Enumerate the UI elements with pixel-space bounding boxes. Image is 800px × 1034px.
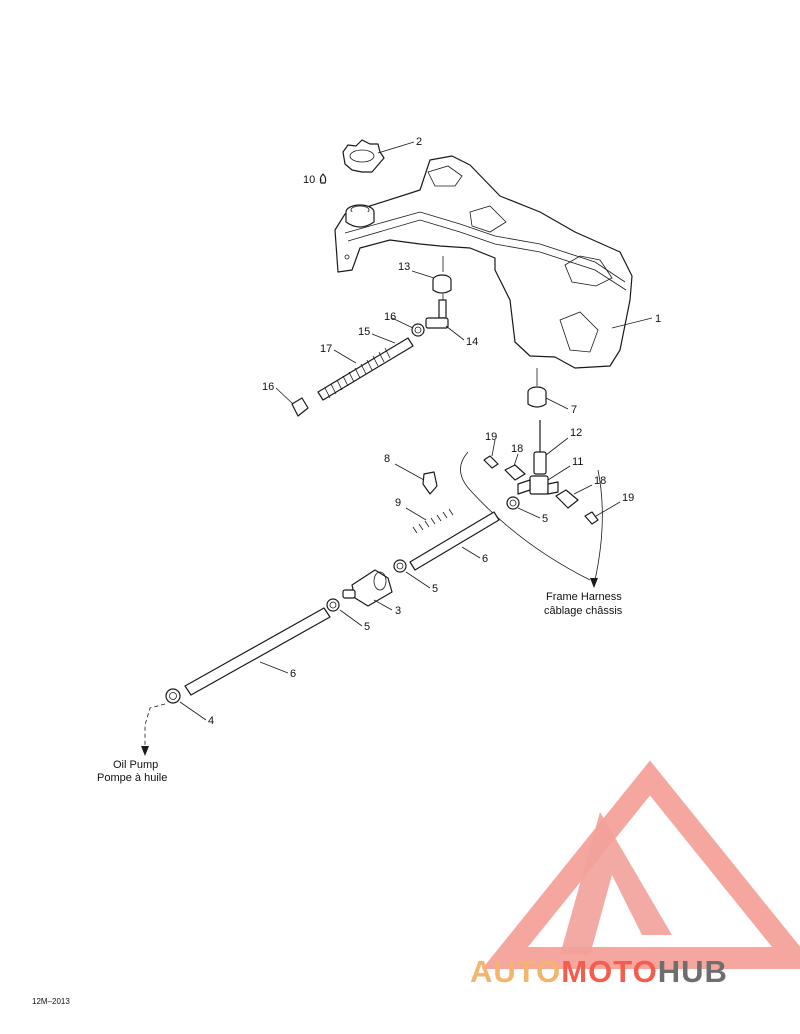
callout-16-lower: 16 [262,381,274,393]
callout-10: 10 [303,174,315,186]
clamp-5-top [506,496,520,510]
clamp-5-bottom [326,598,340,612]
watermark-text-moto: MOTO [561,954,657,989]
oil-pump-label-fr: Pompe à huile [97,772,167,784]
callout-12: 12 [570,427,582,439]
oil-pump-arrow [141,746,149,756]
callout-numbers: 1 2 3 4 5 5 5 6 6 7 8 9 10 11 12 13 14 1… [208,136,661,727]
callout-19-right: 19 [622,492,634,504]
callout-4: 4 [208,715,214,727]
harness-arrow [590,578,598,588]
callout-1: 1 [655,313,661,325]
callout-5-top: 5 [542,513,548,525]
clamp-16-lower [291,397,309,417]
clamp-5-middle [393,559,407,573]
callout-9: 9 [395,497,401,509]
tank-cap [342,139,385,173]
callout-6-lower: 6 [290,668,296,680]
callout-14: 14 [466,336,478,348]
watermark-triangle [482,760,800,969]
terminal-19-left [483,455,499,469]
plug-8 [422,471,438,495]
frame-harness-label-en: Frame Harness [546,591,622,603]
callout-11: 11 [572,456,583,468]
callout-5-bottom: 5 [364,621,370,633]
callout-3: 3 [395,605,401,617]
callout-16-upper: 16 [384,311,396,323]
watermark-inner-mark [560,812,672,955]
spring-9 [412,508,454,534]
harness-wire-left [460,451,591,581]
cap-gasket [319,173,327,184]
clamp-4 [165,688,181,704]
grommet-7 [527,368,547,408]
watermark-text-auto: AUTO [470,954,561,989]
clamp-16-upper [411,323,425,337]
callout-18-right: 18 [594,475,606,487]
watermark-logo: AUTOMOTOHUB [470,760,800,989]
callout-5-middle: 5 [432,583,438,595]
callout-19-left: 19 [485,431,497,443]
callout-8: 8 [384,453,390,465]
spring-17 [324,347,391,399]
svg-text:AUTOMOTOHUB: AUTOMOTOHUB [470,954,728,989]
grommet-13 [432,256,452,294]
oil-tank [334,155,633,369]
fuel-filter-3 [342,569,393,607]
oil-pump-label-en: Oil Pump [113,759,158,771]
tee-fitting-11 [517,475,559,495]
callout-15: 15 [358,326,370,338]
terminal-19-right [584,511,599,525]
leader-lines [179,141,653,721]
harness-wire-right [594,469,603,581]
oil-pump-route [144,703,166,748]
connector-18-right [555,489,579,509]
level-sensor-12 [533,420,547,475]
hose-15 [317,337,414,401]
callout-7: 7 [571,404,577,416]
callout-17: 17 [320,343,332,355]
callout-18-left: 18 [511,443,523,455]
elbow-fitting-14 [425,294,449,329]
frame-harness-label-fr: câblage châssis [544,605,623,617]
connector-18-left [504,464,526,481]
drawing-code: 12M–2013 [32,997,70,1006]
hose-6-upper [409,511,500,571]
watermark-text-hub: HUB [658,954,728,989]
callout-2: 2 [416,136,422,148]
callout-13: 13 [398,261,410,273]
hose-6-lower [184,607,331,696]
callout-6-upper: 6 [482,553,488,565]
